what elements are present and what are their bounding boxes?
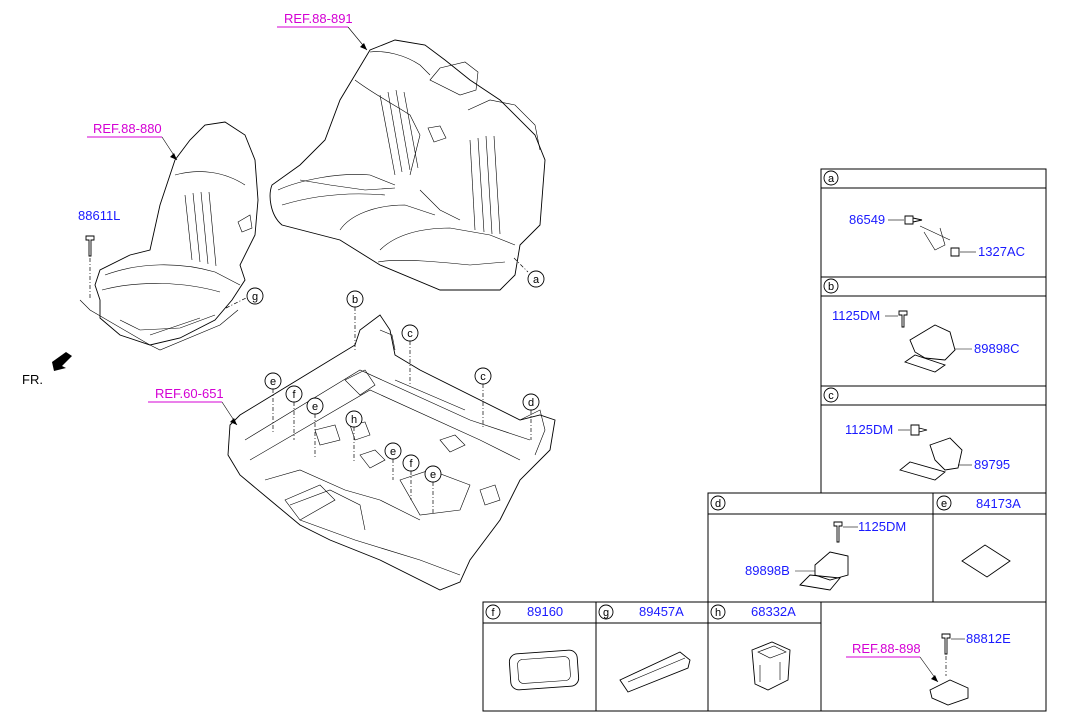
part-86549-label: 86549 [849, 212, 885, 227]
svg-text:c: c [407, 328, 413, 340]
callout-d[interactable]: d [522, 393, 540, 440]
panel-e[interactable]: e 84173A [936, 495, 1021, 578]
svg-text:c: c [480, 371, 486, 383]
callout-f-1[interactable]: f [285, 385, 303, 440]
callout-e-1[interactable]: e [264, 372, 282, 432]
callout-e-3[interactable]: e [384, 442, 402, 480]
svg-text:a: a [828, 173, 835, 185]
callout-b[interactable]: b [346, 290, 364, 350]
svg-text:c: c [828, 390, 834, 402]
panel-d[interactable]: d 1125DM 89898B [710, 495, 906, 591]
part-89898B-label: 89898B [745, 563, 790, 578]
rear-seat-illustration [269, 39, 546, 291]
part-89457A-label: 89457A [639, 604, 684, 619]
svg-text:b: b [828, 281, 834, 293]
svg-text:e: e [430, 469, 436, 481]
svg-text:REF.60-651: REF.60-651 [155, 386, 224, 401]
svg-text:f: f [409, 458, 413, 470]
svg-text:a: a [533, 274, 540, 286]
panel-a[interactable]: a 86549 1327AC [823, 170, 1025, 259]
callout-f-2[interactable]: f [402, 454, 420, 500]
part-89898C-label: 89898C [974, 341, 1020, 356]
panel-c[interactable]: c 1125DM 89795 [823, 387, 1010, 481]
detail-panels-grid [482, 168, 1047, 712]
callout-a[interactable]: a [513, 257, 545, 288]
callout-e-2[interactable]: e [306, 397, 324, 458]
panel-h[interactable]: h 68332A [710, 604, 796, 691]
part-88812E-label: 88812E [966, 631, 1011, 646]
svg-text:REF.88-880: REF.88-880 [93, 121, 162, 136]
svg-text:h: h [715, 607, 721, 619]
callout-g[interactable]: g [225, 287, 264, 309]
svg-text:e: e [390, 446, 396, 458]
part-1125DM-label: 1125DM [832, 308, 880, 323]
panel-b[interactable]: b 1125DM 89898C [823, 278, 1020, 373]
panel-g[interactable]: g 89457A [598, 604, 691, 693]
svg-text:f: f [292, 389, 296, 401]
seat-bolt-part [85, 235, 95, 298]
svg-text:FR.: FR. [22, 372, 43, 387]
ref-front-seat[interactable]: REF.88-880 [87, 121, 178, 161]
callout-e-4[interactable]: e [424, 465, 442, 515]
floor-pan-illustration [227, 314, 556, 591]
ref-floor[interactable]: REF.60-651 [148, 386, 238, 426]
panel-f[interactable]: f 89160 [485, 604, 580, 691]
svg-text:e: e [270, 376, 276, 388]
svg-text:REF.88-891: REF.88-891 [284, 11, 353, 26]
callout-c-1[interactable]: c [401, 324, 419, 385]
front-seat-illustration [79, 121, 259, 351]
svg-text:d: d [715, 498, 721, 510]
svg-text:h: h [351, 414, 357, 426]
svg-text:g: g [252, 291, 258, 303]
svg-text:b: b [352, 294, 358, 306]
callout-c-2[interactable]: c [474, 367, 492, 428]
part-68332A-label: 68332A [751, 604, 796, 619]
svg-text:REF.88-898: REF.88-898 [852, 641, 921, 656]
part-84173A-label: 84173A [976, 496, 1021, 511]
part-1125DM-label-d: 1125DM [858, 519, 906, 534]
seat-bolt-label: 88611L [78, 208, 120, 223]
part-1327AC-label: 1327AC [978, 244, 1025, 259]
part-1125DM-label-c: 1125DM [845, 422, 893, 437]
part-89160-label: 89160 [527, 604, 563, 619]
svg-text:f: f [491, 607, 495, 619]
svg-text:e: e [312, 401, 318, 413]
part-89795-label: 89795 [974, 457, 1010, 472]
panel-bracket-ref[interactable]: REF.88-898 88812E [846, 631, 1011, 706]
ref-rear-seat[interactable]: REF.88-891 [277, 11, 368, 51]
svg-text:g: g [603, 607, 609, 619]
front-direction-indicator: FR. [22, 352, 72, 387]
svg-text:e: e [941, 498, 947, 510]
callout-h[interactable]: h [345, 410, 363, 462]
svg-text:d: d [528, 397, 534, 409]
